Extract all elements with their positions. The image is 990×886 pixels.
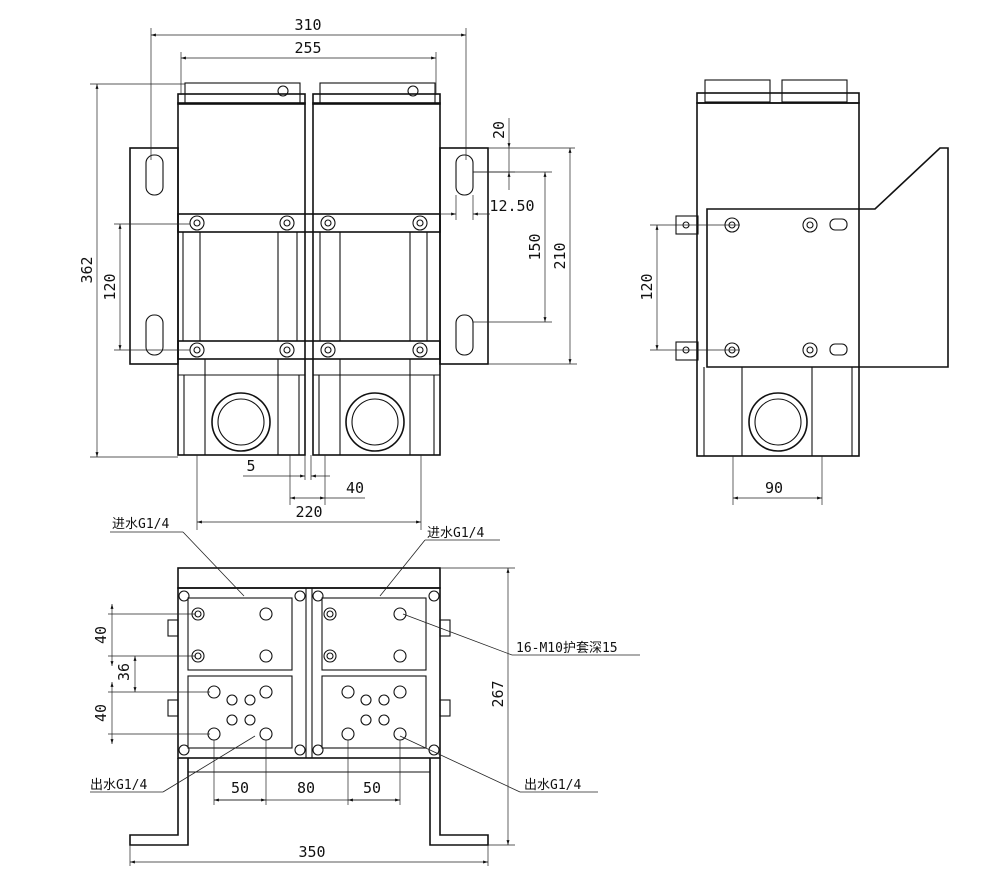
dim-362: 362 xyxy=(78,256,96,283)
dim-120-front: 120 xyxy=(101,273,119,300)
label-outlet-right: 出水G1/4 xyxy=(524,778,581,793)
dim-40-bottom: 40 xyxy=(346,479,364,497)
dim-220: 220 xyxy=(295,503,322,521)
dim-80: 80 xyxy=(297,779,315,797)
top-view: 40 36 40 50 80 50 350 267 进水G1/4 进水G1/4 … xyxy=(90,517,640,866)
dim-150: 150 xyxy=(526,233,544,260)
dim-40-top-b: 40 xyxy=(92,704,110,722)
dim-40-top-a: 40 xyxy=(92,626,110,644)
dim-36: 36 xyxy=(115,663,133,681)
label-outlet-left: 出水G1/4 xyxy=(90,778,147,793)
dim-120-side: 120 xyxy=(638,273,656,300)
label-thread-note: 16-M10护套深15 xyxy=(516,640,618,656)
dim-5: 5 xyxy=(246,457,255,475)
front-view: 310 255 362 120 20 12.50 150 210 5 40 22… xyxy=(78,16,577,530)
dim-20: 20 xyxy=(490,121,508,139)
dim-350: 350 xyxy=(298,843,325,861)
dim-210: 210 xyxy=(551,242,569,269)
label-inlet-right: 进水G1/4 xyxy=(427,526,484,541)
dim-310: 310 xyxy=(294,16,321,34)
label-inlet-left: 进水G1/4 xyxy=(112,517,169,532)
side-view: 120 90 xyxy=(638,79,949,505)
dim-50-a: 50 xyxy=(231,779,249,797)
dim-12-50: 12.50 xyxy=(489,197,534,215)
dim-50-b: 50 xyxy=(363,779,381,797)
dim-255: 255 xyxy=(294,39,321,57)
dim-267: 267 xyxy=(489,680,507,707)
dim-90: 90 xyxy=(765,479,783,497)
